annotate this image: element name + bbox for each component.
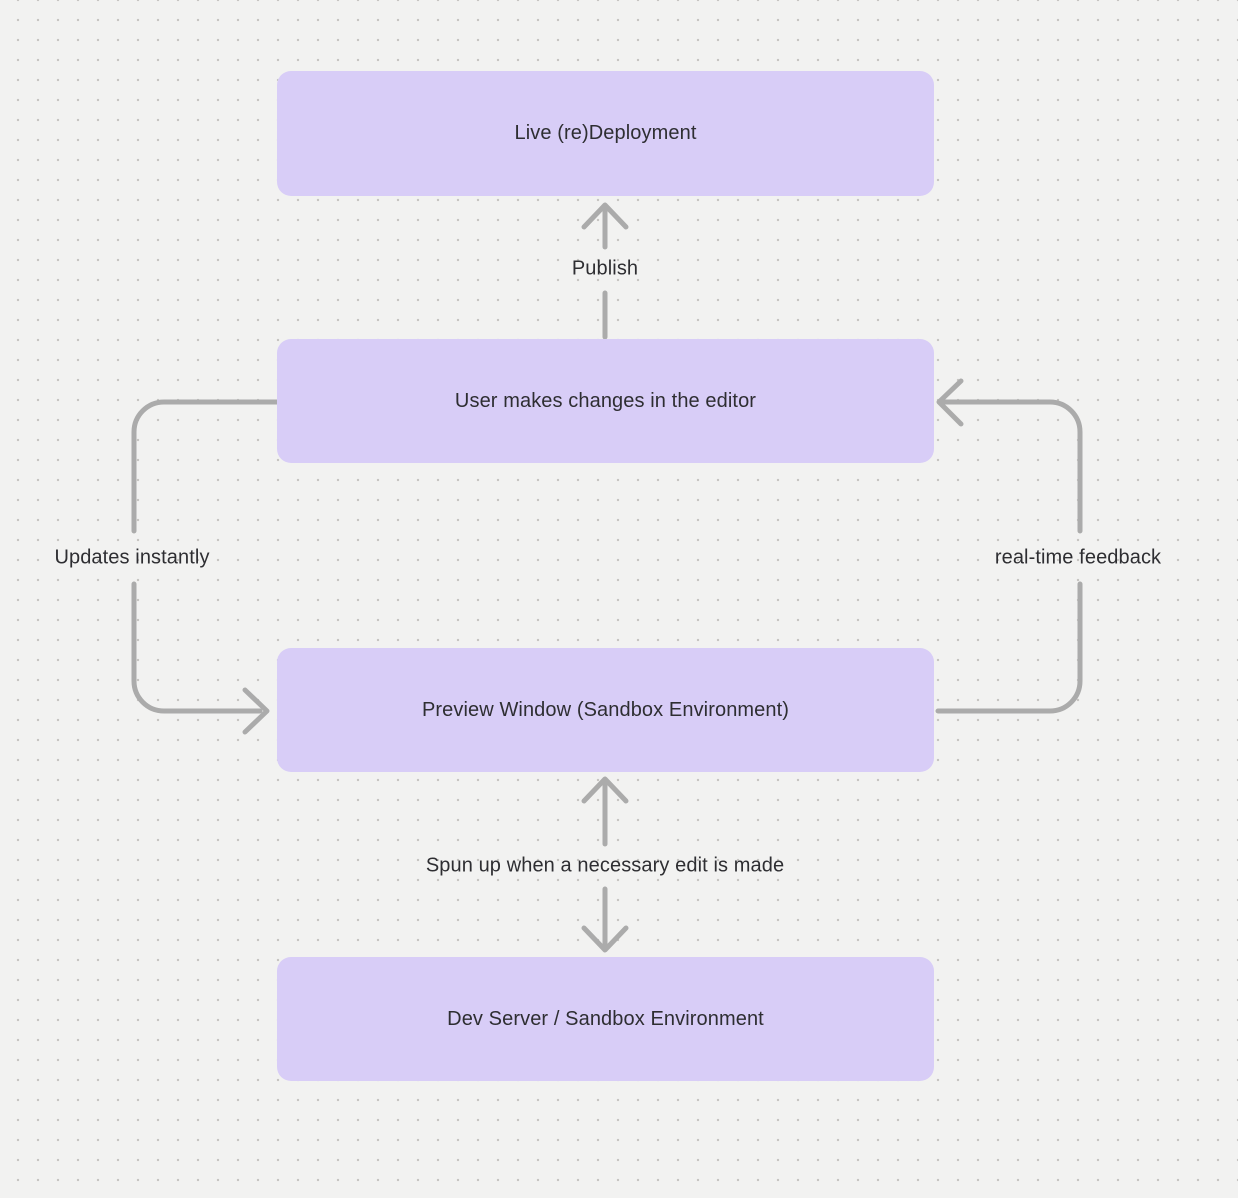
arrow-shaft	[941, 399, 1083, 534]
node-preview-window[interactable]: Preview Window (Sandbox Environment)	[277, 648, 934, 772]
node-label: Dev Server / Sandbox Environment	[447, 1007, 764, 1030]
arrowhead-up-icon	[581, 202, 629, 230]
node-label: User makes changes in the editor	[454, 389, 757, 412]
arrow-shaft	[131, 399, 280, 534]
edge-label-publish: Publish	[571, 257, 639, 280]
arrowhead-down-icon	[581, 925, 629, 953]
arrowhead-up-icon	[581, 776, 629, 804]
edge-label-spun-up: Spun up when a necessary edit is made	[425, 854, 785, 877]
arrow-shaft	[131, 581, 263, 714]
edge-label-realtime-feedback: real-time feedback	[994, 546, 1162, 569]
node-label: Preview Window (Sandbox Environment)	[421, 698, 790, 721]
node-label: Live (re)Deployment	[514, 122, 697, 144]
node-live-redeployment[interactable]: Live (re)Deployment	[277, 71, 934, 196]
arrowhead-left-icon	[936, 378, 964, 427]
node-user-makes-changes[interactable]: User makes changes in the editor	[277, 339, 934, 463]
node-dev-server[interactable]: Dev Server / Sandbox Environment	[277, 957, 934, 1081]
edge-label-updates-instantly: Updates instantly	[54, 546, 210, 569]
arrowhead-right-icon	[242, 687, 270, 735]
arrow-shaft	[935, 581, 1083, 714]
